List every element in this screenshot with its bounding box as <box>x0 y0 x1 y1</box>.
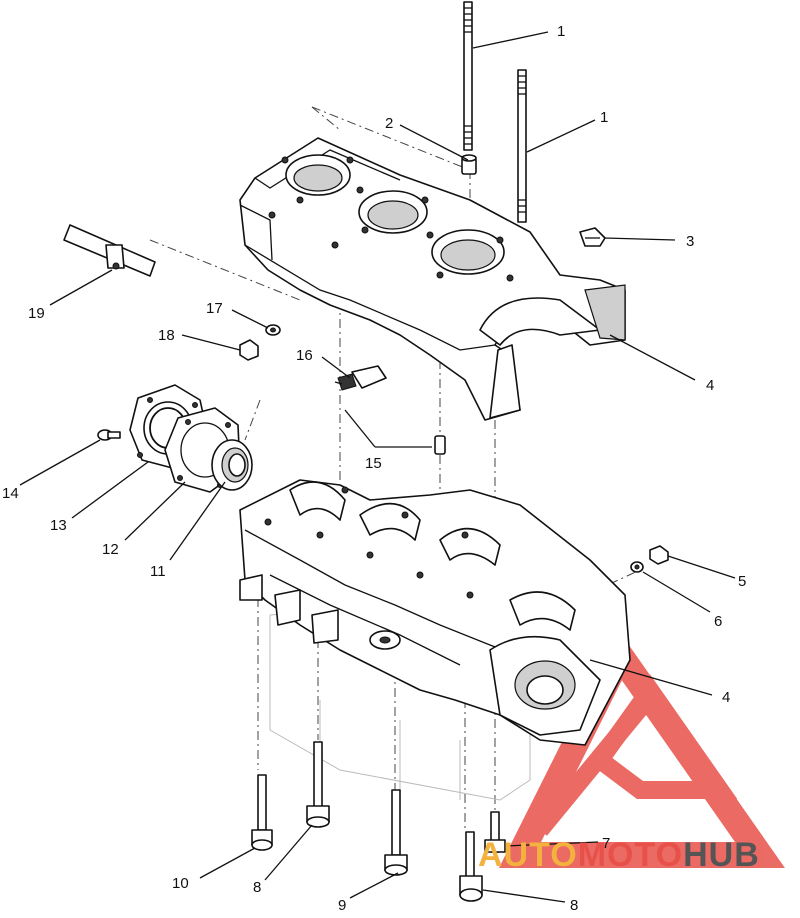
sensor-16 <box>334 365 387 391</box>
seal-11 <box>211 439 253 491</box>
callout-4-upper: 4 <box>706 377 714 394</box>
dowel-pin-15 <box>434 435 446 455</box>
callout-16: 16 <box>296 347 313 364</box>
callout-13: 13 <box>50 517 67 534</box>
watermark-text-auto: AUTO <box>478 836 578 874</box>
callout-10: 10 <box>172 875 189 892</box>
callout-8-left: 8 <box>253 879 261 896</box>
cap-screw-9 <box>384 789 408 876</box>
callout-2: 2 <box>385 115 393 132</box>
leader-lines <box>19 31 736 903</box>
stud-1-right <box>517 69 527 223</box>
watermark-logo <box>498 629 785 868</box>
callout-1-lower: 1 <box>600 109 608 126</box>
callout-labels: 1 1 2 3 4 4 5 6 7 8 9 8 10 11 12 13 14 1… <box>2 23 746 914</box>
callout-19: 19 <box>28 305 45 322</box>
bolt-5 <box>649 545 669 565</box>
svg-text:AUTOMOTOHUB: AUTOMOTOHUB <box>478 836 760 874</box>
cap-screw-7 <box>484 811 506 853</box>
watermark-text-hub: HUB <box>683 836 760 874</box>
hose-19 <box>63 224 156 277</box>
screw-14 <box>97 429 121 441</box>
callout-14: 14 <box>2 485 19 502</box>
watermark-text-moto: MOTO <box>578 836 683 874</box>
callout-8-right: 8 <box>570 897 578 914</box>
nut-18 <box>239 339 259 361</box>
callout-4-lower: 4 <box>722 689 730 706</box>
fitting-3 <box>579 227 606 247</box>
callout-11: 11 <box>150 563 166 580</box>
callout-18: 18 <box>158 327 175 344</box>
callout-6: 6 <box>714 613 722 630</box>
cap-screw-8-right <box>459 831 483 902</box>
callout-1-upper: 1 <box>557 23 565 40</box>
dowel-sleeve <box>461 154 477 175</box>
callout-17: 17 <box>206 300 223 317</box>
upper-crankcase <box>239 137 626 421</box>
lower-crankcase <box>239 479 631 801</box>
callout-7: 7 <box>602 835 610 852</box>
washer-6 <box>630 561 644 573</box>
callout-12: 12 <box>102 541 119 558</box>
cap-screw-8-left <box>306 741 330 828</box>
callout-9: 9 <box>338 897 346 914</box>
stud-1-left <box>463 1 473 151</box>
callout-3: 3 <box>686 233 694 250</box>
callout-5: 5 <box>738 573 746 590</box>
callout-15: 15 <box>365 455 382 472</box>
cap-screw-10 <box>251 774 273 851</box>
watermark-text: AUTOMOTOHUB <box>478 836 760 874</box>
washer-17 <box>265 324 281 336</box>
